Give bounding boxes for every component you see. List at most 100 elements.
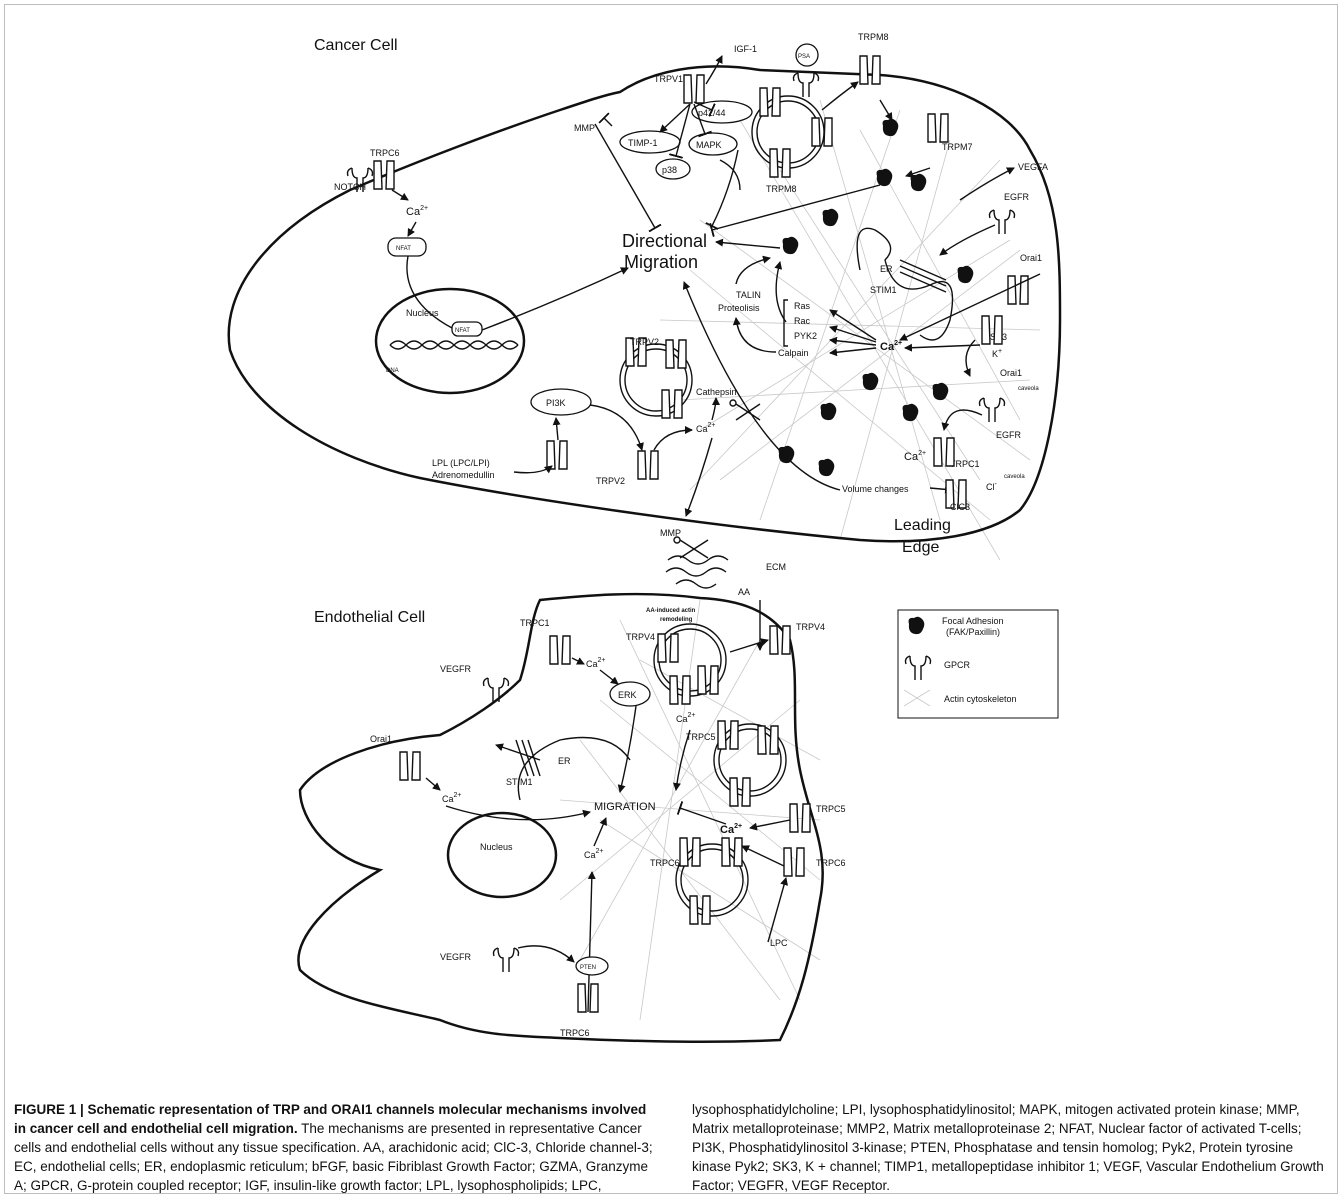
orai1-channel-icon <box>1007 275 1029 305</box>
trpm8-top-label: TRPM8 <box>858 32 889 42</box>
stim1-label: STIM1 <box>870 285 897 295</box>
trpm7-label: TRPM7 <box>942 142 973 152</box>
nfat-label: NFAT <box>396 246 411 252</box>
er-label: ER <box>880 264 893 274</box>
ca-trpv2-label: Ca2+ <box>696 422 716 434</box>
mapk-label: MAPK <box>696 140 722 150</box>
vesicle-channel-icon <box>697 665 719 695</box>
endothelial-er <box>517 736 631 801</box>
trpc1-endo-channel-icon <box>549 635 571 665</box>
igf1-label: IGF-1 <box>734 44 757 54</box>
cancer-nucleus <box>374 287 526 395</box>
trpv1-label: TRPV1 <box>654 74 683 84</box>
stim1-endo-label: STIM1 <box>506 777 533 787</box>
endothelial-cell-membrane <box>297 592 824 1043</box>
trpv4-channel-icon <box>769 625 791 655</box>
trpv2-vesicle-label: TRPV2 <box>630 337 659 347</box>
adrenomedullin-label: Adrenomedullin <box>432 470 495 480</box>
leading-edge-line2: Edge <box>902 539 939 556</box>
trpm7-channel-icon <box>927 113 949 143</box>
egfr-bottom-label: EGFR <box>996 430 1022 440</box>
caption-body-right: lysophosphatidylcholine; LPI, lysophosph… <box>692 1102 1324 1193</box>
ca-trpc1-label: Ca2+ <box>904 450 926 463</box>
caption-body-left: The mechanisms are presented in represen… <box>14 1121 653 1193</box>
endothelial-cell-title: Endothelial Cell <box>314 609 425 626</box>
orai1-top-label: Orai1 <box>1020 253 1042 263</box>
vesicle-channel-icon <box>757 725 779 755</box>
trpv4-vesicle-label: TRPV4 <box>626 632 655 642</box>
trpc6-right-label: TRPC6 <box>816 858 846 868</box>
egfr-receptor-icon <box>988 209 1016 235</box>
focal-adhesion-group <box>778 118 974 477</box>
trpm8-vesicle-label: TRPM8 <box>766 184 797 194</box>
volume-changes-label: Volume changes <box>842 484 909 494</box>
vesicle-channel-icon <box>717 720 739 750</box>
k-plus-label: K+ <box>992 348 1002 359</box>
stim1-icon <box>899 259 947 293</box>
trpc5-label: TRPC5 <box>816 804 846 814</box>
orai1-endo-channel-icon <box>399 751 421 781</box>
ca-center-endo-label: Ca2+ <box>720 823 742 836</box>
pten-label: PTEN <box>580 965 596 971</box>
trpc1-label: TRPC1 <box>950 459 980 469</box>
vegfr-bottom-receptor-icon <box>492 947 520 973</box>
rac-label: Rac <box>794 316 811 326</box>
migration-label: MIGRATION <box>594 801 656 813</box>
trpv2-label: TRPV2 <box>596 476 625 486</box>
ca-nfat-label: Ca2+ <box>406 205 428 218</box>
er-endo-label: ER <box>558 756 571 766</box>
aa-remodel-line1: AA-induced actin <box>646 608 696 614</box>
orai1-mid-label: Orai1 <box>1000 368 1022 378</box>
trpc6-vesicle-label: TRPC6 <box>650 858 680 868</box>
caveola-2-label: caveola <box>1004 474 1025 480</box>
aa-label: AA <box>738 587 750 597</box>
trpm8-channel-icon <box>859 55 881 85</box>
egfr-receptor-bottom-icon <box>978 397 1006 423</box>
directional-migration-line1: Directional <box>622 231 707 251</box>
cancer-er <box>856 227 954 341</box>
timp1-label: TIMP-1 <box>628 138 658 148</box>
directional-migration-line2: Migration <box>624 252 698 272</box>
ca-trpc1-endo-label: Ca2+ <box>586 657 606 669</box>
trpc1-endo-label: TRPC1 <box>520 618 550 628</box>
calpain-label: Calpain <box>778 348 809 358</box>
talin-line1: TALIN <box>736 290 761 300</box>
pyk2-label: PYK2 <box>794 331 817 341</box>
migration-diagram: Cancer Cell TRPV1 IGF-1 PSA TRPM8 TRPM7 <box>227 32 1062 1043</box>
vegfr-receptor-icon <box>482 677 510 703</box>
stim1-endo-icon <box>515 739 541 777</box>
vesicle-channel-icon <box>729 777 751 807</box>
vesicle-channel-icon <box>665 339 687 369</box>
figure-frame <box>4 4 1338 1194</box>
legend-focal-adhesion-2: (FAK/Paxillin) <box>946 627 1000 637</box>
endothelial-nucleus <box>446 811 558 899</box>
orai1-endo-label: Orai1 <box>370 734 392 744</box>
erk-label: ERK <box>618 690 637 700</box>
cancer-cell-membrane <box>227 65 1062 543</box>
ca-erk-label: Ca2+ <box>676 712 696 724</box>
ca-trpc6-label: Ca2+ <box>584 848 604 860</box>
egfr-top-label: EGFR <box>1004 192 1030 202</box>
vesicle-channel-icon <box>721 837 743 867</box>
trpc6-label: TRPC6 <box>370 148 400 158</box>
vegfa-label: VEGFA <box>1018 162 1048 172</box>
trpc5-channel-icon <box>789 803 811 833</box>
vesicle-channel-icon <box>759 87 781 117</box>
ca-orai1-label: Ca2+ <box>442 792 462 804</box>
clc3-label: ClC3 <box>950 502 970 512</box>
psa-label: PSA <box>798 54 810 60</box>
cathepsin-scissors-icon <box>729 399 761 421</box>
trpv2-channel-icon <box>637 450 659 480</box>
trpv1-channel-icon <box>683 74 705 104</box>
lpl-receptor-icon <box>546 440 568 470</box>
caption-heading: FIGURE 1 | Schematic representation of T… <box>14 1102 647 1136</box>
vesicle-channel-icon <box>769 148 791 178</box>
lpl-label: LPL (LPC/LPI) <box>432 458 490 468</box>
legend-gpcr: GPCR <box>944 660 971 670</box>
caption-right: lysophosphatidylcholine; LPI, lysophosph… <box>692 1100 1332 1195</box>
caption-left: FIGURE 1 | Schematic representation of T… <box>14 1100 654 1195</box>
nucleus-label: Nucleus <box>406 308 439 318</box>
vegfr-bottom-label: VEGFR <box>440 952 472 962</box>
ras-label: Ras <box>794 301 811 311</box>
